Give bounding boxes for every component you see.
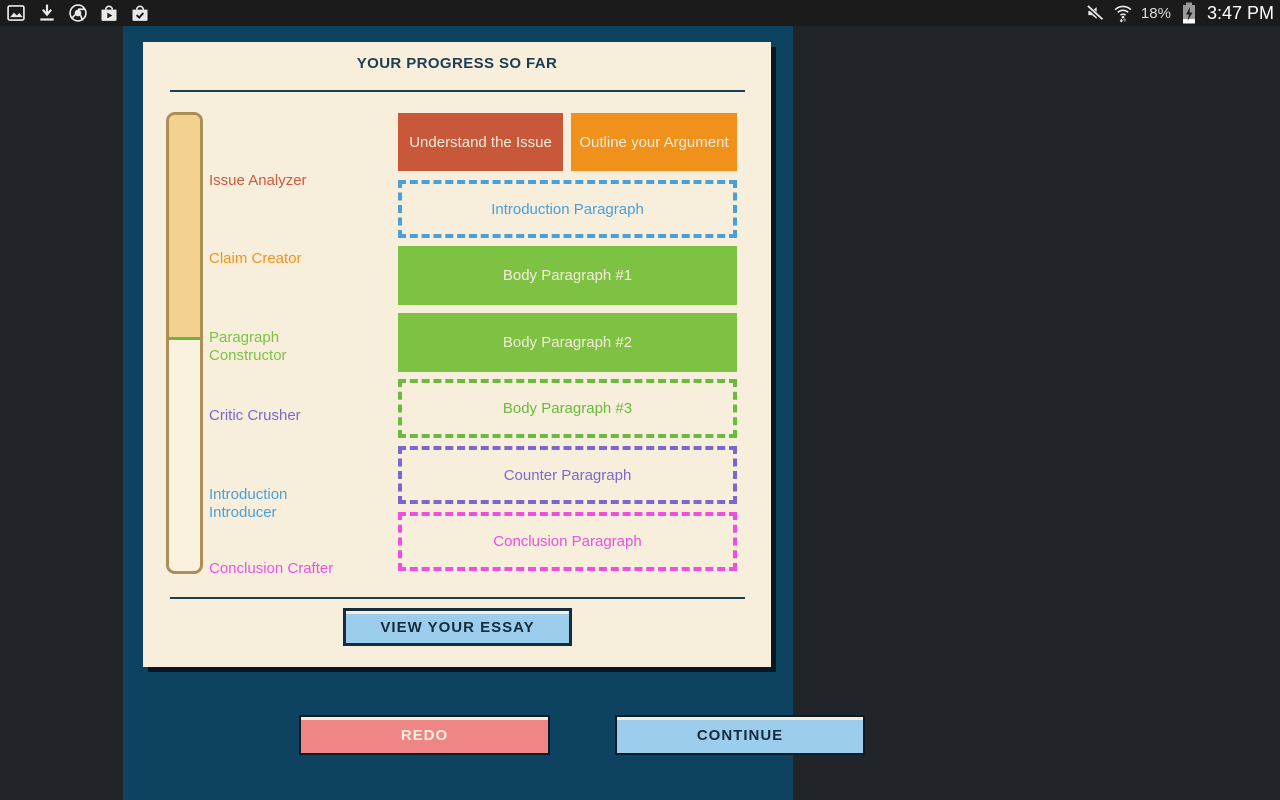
level-label-issue-analyzer: Issue Analyzer xyxy=(209,172,307,189)
bottom-divider xyxy=(170,597,745,599)
stage-body-paragraph-1: Body Paragraph #1 xyxy=(398,246,737,305)
play-store-icon xyxy=(99,2,119,24)
chrome-icon xyxy=(68,2,88,24)
status-bar-right: 18% 3:47 PM xyxy=(1085,2,1274,24)
gallery-icon xyxy=(6,2,26,24)
stage-body-paragraph-3: Body Paragraph #3 xyxy=(398,379,737,438)
view-essay-button[interactable]: VIEW YOUR ESSAY xyxy=(343,608,572,646)
stage-outline-your-argument: Outline your Argument xyxy=(571,113,737,171)
battery-percent: 18% xyxy=(1140,4,1171,22)
progress-meter xyxy=(166,112,203,574)
level-label-claim-creator: Claim Creator xyxy=(209,250,302,267)
stage-understand-the-issue: Understand the Issue xyxy=(398,113,563,171)
status-bar: 18% 3:47 PM xyxy=(0,0,1280,26)
continue-button[interactable]: CONTINUE xyxy=(615,715,865,755)
progress-card: YOUR PROGRESS SO FAR Issue Analyzer Clai… xyxy=(143,42,771,667)
level-label-paragraph-constructor: Paragraph Constructor xyxy=(209,329,287,364)
progress-panel: YOUR PROGRESS SO FAR Issue Analyzer Clai… xyxy=(123,26,865,800)
download-icon xyxy=(37,2,57,24)
level-label-introduction-introducer: Introduction Introducer xyxy=(209,486,288,521)
stage-conclusion-paragraph: Conclusion Paragraph xyxy=(398,512,737,571)
top-divider xyxy=(170,90,745,92)
page-title: YOUR PROGRESS SO FAR xyxy=(356,55,558,72)
stage-counter-paragraph: Counter Paragraph xyxy=(398,446,737,504)
status-bar-left xyxy=(6,2,150,24)
wifi-icon xyxy=(1113,2,1133,24)
play-store-check-icon xyxy=(130,2,150,24)
volume-muted-icon xyxy=(1085,2,1105,24)
progress-meter-fill xyxy=(169,115,200,340)
clock: 3:47 PM xyxy=(1206,2,1274,23)
stage-introduction-paragraph: Introduction Paragraph xyxy=(398,180,737,238)
level-label-critic-crusher: Critic Crusher xyxy=(209,407,301,424)
redo-button[interactable]: REDO xyxy=(299,715,550,755)
stage-body-paragraph-2: Body Paragraph #2 xyxy=(398,313,737,372)
battery-charging-icon xyxy=(1179,2,1199,24)
level-label-conclusion-crafter: Conclusion Crafter xyxy=(209,560,334,577)
